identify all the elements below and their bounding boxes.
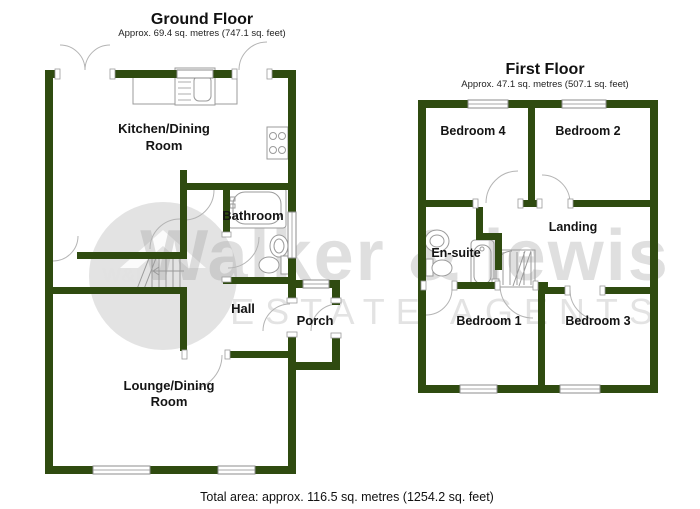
hob-icon xyxy=(266,126,289,160)
door-jambs-ground xyxy=(54,68,342,360)
first-floor-windows xyxy=(459,99,607,394)
watermark-initials: W&L xyxy=(102,265,148,287)
room-label-ensuite: En-suite xyxy=(431,246,480,260)
room-label-bedroom4: Bedroom 4 xyxy=(440,124,505,138)
total-area-text: Total area: approx. 116.5 sq. metres (12… xyxy=(200,490,494,504)
first-floor-area: Approx. 47.1 sq. metres (507.1 sq. feet) xyxy=(461,79,628,90)
bathroom-sink-icon xyxy=(269,234,289,258)
ground-floor-room-labels: Kitchen/Dining Room Bathroom Hall Porch … xyxy=(118,121,333,409)
ground-floor-header: Ground Floor Approx. 69.4 sq. metres (74… xyxy=(118,11,285,39)
room-label-landing: Landing xyxy=(549,220,598,234)
ground-floor-walls xyxy=(45,70,340,474)
ensuite-toilet-icon xyxy=(425,258,453,277)
first-floor-plan xyxy=(418,99,658,394)
ground-floor-title: Ground Floor xyxy=(151,11,253,28)
door-jambs-first xyxy=(420,198,606,296)
toilet-icon xyxy=(258,255,290,275)
watermark-logo-circle xyxy=(89,202,237,350)
room-label-bedroom3: Bedroom 3 xyxy=(565,314,630,328)
room-label-bathroom: Bathroom xyxy=(222,208,283,223)
door-arcs-ground xyxy=(52,41,339,391)
room-label-bedroom2: Bedroom 2 xyxy=(555,124,620,138)
first-floor-walls xyxy=(418,100,658,393)
first-floor-header: First Floor Approx. 47.1 sq. metres (507… xyxy=(461,61,628,90)
room-label-kitchen-line1: Kitchen/Dining xyxy=(118,121,210,136)
room-label-lounge-line2: Room xyxy=(151,394,188,409)
watermark-tagline-text: ESTATE AGENTS xyxy=(230,291,664,332)
room-label-bedroom1: Bedroom 1 xyxy=(456,314,521,328)
first-floor-title: First Floor xyxy=(505,61,584,78)
ground-floor-windows xyxy=(92,69,330,475)
room-label-hall: Hall xyxy=(231,301,255,316)
room-label-kitchen-line2: Room xyxy=(146,138,183,153)
room-label-porch: Porch xyxy=(297,313,334,328)
room-label-lounge-line1: Lounge/Dining xyxy=(124,378,215,393)
ground-floor-plan xyxy=(45,41,342,475)
first-floor-room-labels: Bedroom 4 Bedroom 2 Landing En-suite Bed… xyxy=(431,124,630,328)
ground-floor-area: Approx. 69.4 sq. metres (747.1 sq. feet) xyxy=(118,28,285,39)
